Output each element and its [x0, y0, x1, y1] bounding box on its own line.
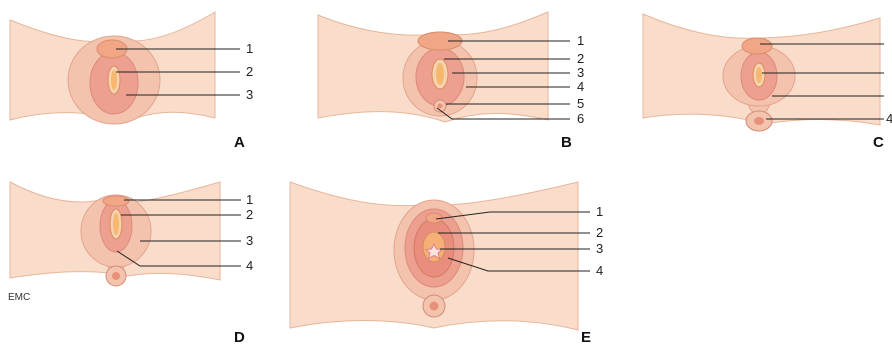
panel-d-label-1: 1 [246, 192, 253, 207]
panel-d-clitoral-hood [103, 196, 129, 206]
panel-b-opening-core [436, 63, 444, 85]
panel-d-label-2: 2 [246, 207, 253, 222]
panel-c-letter: C [873, 134, 884, 151]
panel-e-label-3: 3 [596, 241, 603, 256]
panel-e: 1 2 3 4 E [290, 182, 603, 346]
panel-d-label-3: 3 [246, 233, 253, 248]
panel-e-anus [430, 302, 439, 311]
panel-c: 4 C [643, 14, 892, 151]
panel-c-clitoral-hood [742, 38, 772, 54]
panel-b-letter: B [561, 134, 572, 151]
panel-b-anus [438, 104, 443, 109]
panel-a-label-2: 2 [246, 64, 253, 79]
panel-a: 1 2 3 A [10, 12, 253, 151]
panel-b-label-6: 6 [577, 111, 584, 126]
panel-d-letter: D [234, 329, 245, 346]
panel-a-label-1: 1 [246, 41, 253, 56]
panel-e-clitoral-hood [426, 213, 442, 223]
panel-d-label-4: 4 [246, 258, 253, 273]
credit-emc: EMC [8, 292, 30, 303]
panel-e-label-2: 2 [596, 225, 603, 240]
panel-a-label-3: 3 [246, 87, 253, 102]
panel-b-label-5: 5 [577, 96, 584, 111]
panel-c-opening-core [756, 67, 762, 83]
panel-d-anus [112, 272, 120, 280]
panel-b-label-3: 3 [577, 65, 584, 80]
panel-c-label-4: 4 [886, 111, 892, 126]
panel-e-label-4: 4 [596, 263, 603, 278]
panel-d-opening-core [113, 213, 119, 235]
panel-c-anus [754, 117, 764, 125]
panel-e-letter: E [581, 329, 591, 346]
panel-b-label-4: 4 [577, 79, 584, 94]
panel-a-letter: A [234, 134, 245, 151]
panel-b-label-2: 2 [577, 51, 584, 66]
panel-a-opening-core [111, 70, 117, 90]
panel-e-label-1: 1 [596, 204, 603, 219]
panel-b-label-1: 1 [577, 33, 584, 48]
panel-d: 1 2 3 4 EMC D [8, 182, 253, 346]
panel-b: 1 2 3 4 5 6 B [318, 12, 584, 151]
